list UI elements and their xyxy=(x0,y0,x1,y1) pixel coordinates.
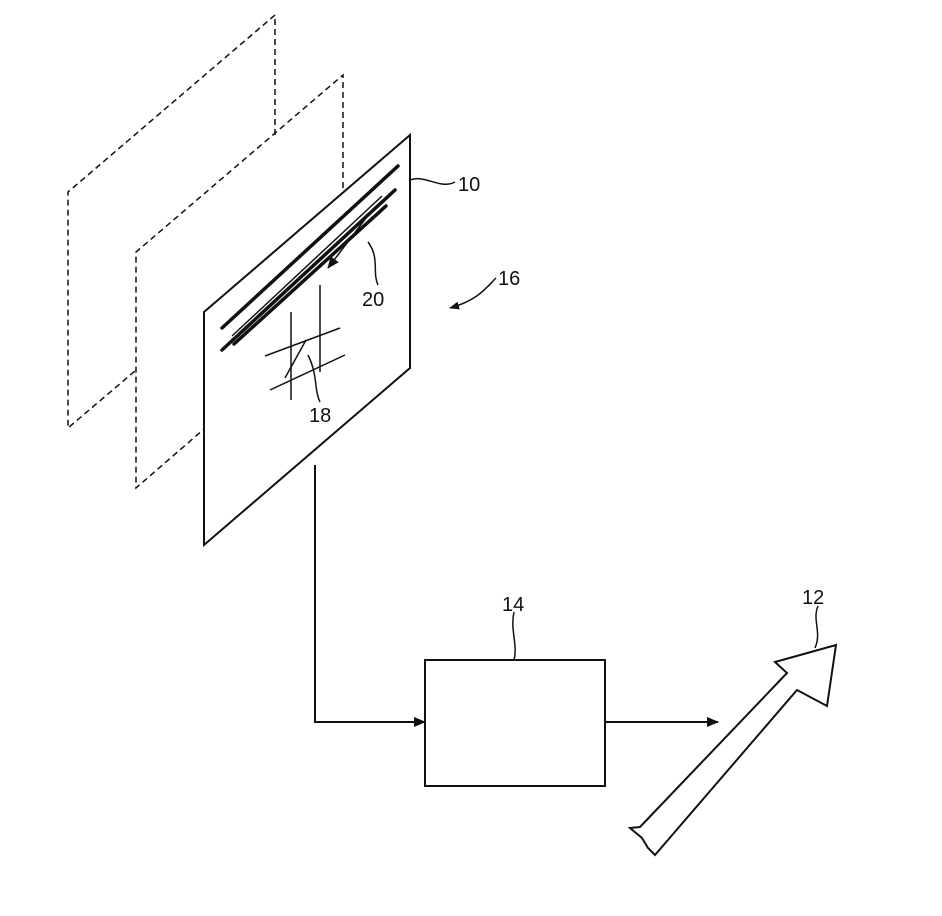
stroke-feature xyxy=(220,164,400,352)
dashed-plane-rear xyxy=(67,13,276,430)
processor-box xyxy=(424,659,606,787)
dashed-plane-middle xyxy=(135,73,344,490)
label-grid-feature: 18 xyxy=(309,405,331,427)
connector-plane-to-processor xyxy=(314,465,426,727)
leader-lines xyxy=(307,177,819,661)
label-plane-main: 10 xyxy=(458,174,480,196)
label-output-arrow: 12 xyxy=(802,587,824,609)
label-processor-box: 14 xyxy=(502,594,524,616)
output-arrow xyxy=(627,643,838,857)
label-plane-stack: 16 xyxy=(498,268,520,290)
main-plane xyxy=(203,132,411,548)
grid-feature xyxy=(264,285,346,400)
label-stroke-feature: 20 xyxy=(362,289,384,311)
